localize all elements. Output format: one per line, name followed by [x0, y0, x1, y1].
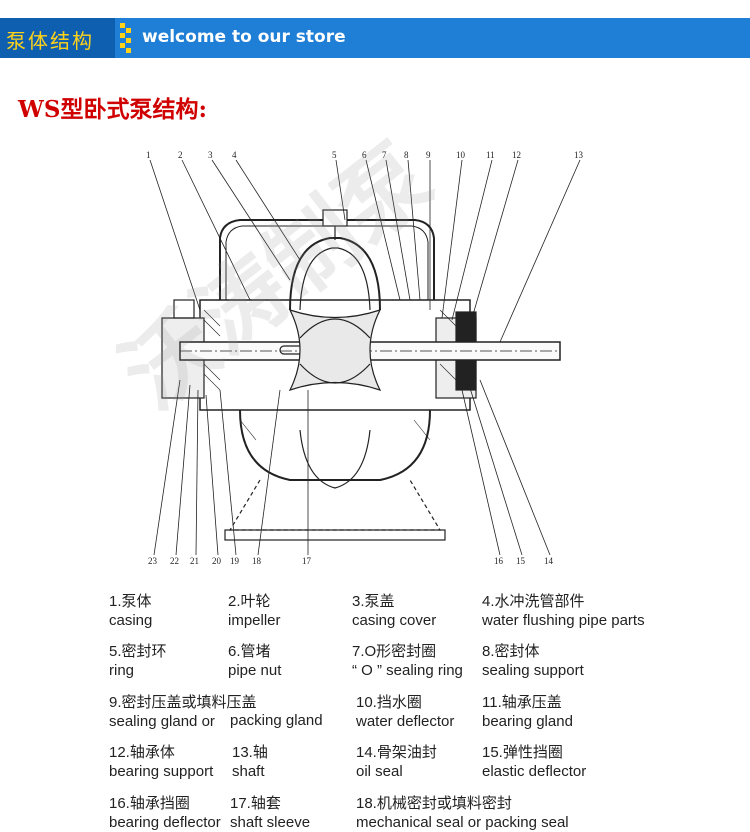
callout-label: 23	[148, 556, 158, 566]
banner-dots-icon	[120, 23, 131, 53]
callout-label: 12	[512, 150, 521, 160]
callout-label: 16	[494, 556, 504, 566]
callout-label: 4	[232, 150, 237, 160]
pump-structure-diagram: 1 2 3 4 5 6 7 8 9 10 11 12 13 14 15 16 1…	[146, 150, 584, 566]
banner-left-block: 泵体结构	[0, 18, 115, 58]
callout-label: 1	[146, 150, 151, 160]
callout-label: 5	[332, 150, 337, 160]
banner-left-title: 泵体结构	[6, 29, 94, 53]
callout-label: 11	[486, 150, 495, 160]
part-item-continuation: packing gland	[230, 712, 323, 729]
callout-label: 17	[302, 556, 312, 566]
callout-label: 20	[212, 556, 222, 566]
callout-label: 9	[426, 150, 431, 160]
callout-labels: 1 2 3 4 5 6 7 8 9 10 11 12 13 14 15 16 1…	[146, 150, 584, 566]
callout-label: 13	[574, 150, 584, 160]
callout-label: 2	[178, 150, 183, 160]
callout-label: 6	[362, 150, 367, 160]
callout-label: 22	[170, 556, 179, 566]
callout-label: 7	[382, 150, 387, 160]
welcome-text: welcome to our store	[142, 27, 346, 47]
page-title: WS型卧式泵结构:	[18, 96, 207, 123]
callout-label: 15	[516, 556, 526, 566]
callout-label: 10	[456, 150, 466, 160]
header-banner: 泵体结构 welcome to our store	[0, 18, 750, 58]
part-item: 7.O形密封圈“ O ” sealing ring	[352, 643, 463, 679]
callout-label: 19	[230, 556, 240, 566]
callout-label: 21	[190, 556, 199, 566]
callout-label: 14	[544, 556, 554, 566]
callout-label: 18	[252, 556, 262, 566]
callout-label: 3	[208, 150, 213, 160]
callout-label: 8	[404, 150, 409, 160]
